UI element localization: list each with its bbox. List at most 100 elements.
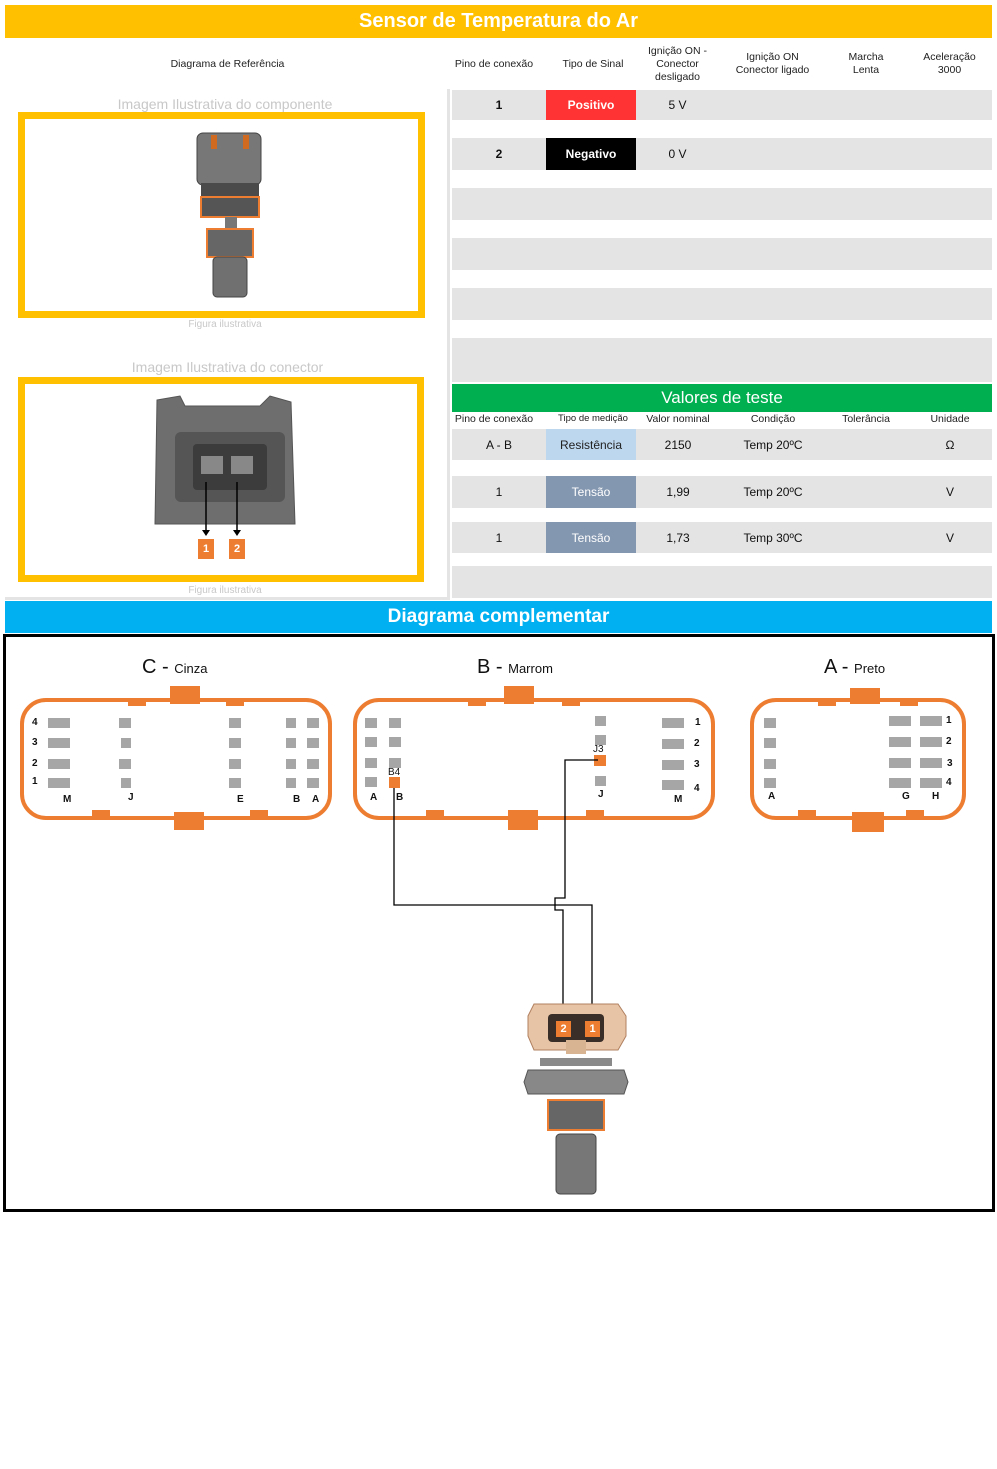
signal-pin: 2	[495, 147, 503, 161]
b-col-label: M	[674, 794, 683, 805]
test-type-badge: Tensão	[546, 476, 636, 508]
test-row	[452, 522, 992, 553]
header-reference-diagram: Diagrama de Referência	[170, 57, 285, 70]
test-type-badge: Tensão	[546, 522, 636, 553]
connector-c-title: C - Cinza	[142, 656, 208, 678]
header-col-ign-on: Ignição ON Conector ligado	[735, 51, 810, 76]
b-row-label: 1	[695, 717, 701, 728]
component-image-frame	[18, 112, 425, 318]
pin-j3	[594, 755, 606, 766]
test-col-tolerance: Tolerância	[842, 413, 890, 425]
test-unit: Ω	[945, 437, 955, 452]
test-col-unit: Unidade	[930, 413, 970, 425]
b-row-label: 3	[694, 759, 700, 770]
header-col-pin: Pino de conexão	[454, 57, 534, 70]
test-row-empty	[452, 566, 992, 598]
connector-pin-label-2: 2	[229, 539, 245, 559]
test-col-nominal: Valor nominal	[646, 413, 710, 425]
test-condition: Temp 20ºC	[743, 437, 803, 452]
header-col-signal: Tipo de Sinal	[562, 57, 624, 70]
connector-figure-caption: Figura ilustrativa	[188, 585, 262, 596]
connector-letter: A	[824, 656, 837, 678]
test-pin: 1	[495, 485, 503, 499]
signal-ign-off: 5 V	[668, 98, 687, 112]
test-pin: A - B	[485, 437, 512, 452]
a-col-label: G	[902, 791, 910, 802]
a-row-label: 1	[946, 715, 952, 726]
header-col-idle: Marcha Lenta	[848, 51, 884, 76]
c-col-label: B	[293, 794, 301, 805]
title-bar: Sensor de Temperatura do Ar	[5, 5, 992, 38]
test-col-condition: Condição	[750, 413, 796, 425]
component-caption: Imagem Ilustrativa do componente	[117, 96, 333, 112]
test-condition: Temp 20ºC	[743, 485, 803, 499]
test-unit: V	[945, 530, 954, 545]
header-col-accel: Aceleração 3000	[923, 51, 976, 76]
pin-j3-label: J3	[593, 744, 604, 755]
connector-letter: C	[142, 656, 157, 678]
signal-row-empty	[452, 288, 992, 320]
test-nominal: 2150	[664, 437, 692, 452]
connector-pin-label-1: 1	[198, 539, 214, 559]
connector-color: Cinza	[174, 661, 208, 676]
b-col-label: J	[598, 789, 604, 800]
b-col-label: A	[370, 792, 378, 803]
connector-color: Marrom	[508, 661, 553, 676]
c-row-label: 2	[32, 758, 38, 769]
test-unit: V	[945, 485, 954, 499]
sensor-pin-1: 1	[585, 1021, 600, 1037]
a-col-label: H	[932, 791, 940, 802]
signal-row	[452, 90, 992, 120]
test-col-pin: Pino de conexão	[454, 413, 534, 425]
diagram-bar: Diagrama complementar	[5, 601, 992, 633]
connector-b-title: B - Marrom	[477, 656, 553, 678]
test-type-badge: Resistência	[546, 429, 636, 460]
pin-b4	[389, 777, 400, 788]
connector-a-outline	[750, 698, 966, 820]
c-col-label: J	[128, 792, 134, 803]
connector-c-outline	[20, 698, 332, 820]
test-col-type: Tipo de medição	[558, 413, 628, 424]
test-nominal: 1,99	[666, 485, 690, 499]
wiring-diagram	[20, 686, 966, 1195]
a-row-label: 4	[946, 777, 952, 788]
signal-type-badge: Positivo	[546, 90, 636, 120]
b-col-label: B	[396, 792, 404, 803]
pin-b4-label: B4	[388, 767, 401, 778]
connector-image	[154, 395, 296, 536]
test-row	[452, 429, 992, 460]
sensor-drawing	[523, 1003, 629, 1195]
c-col-label: A	[312, 794, 320, 805]
test-nominal: 1,73	[666, 530, 690, 545]
signal-row-empty	[452, 188, 992, 220]
diagram-box	[3, 634, 995, 1212]
signal-ign-off: 0 V	[668, 147, 687, 161]
header-col-ign-off: Ignição ON - Conector desligado	[648, 44, 707, 83]
component-figure-caption: Figura ilustrativa	[188, 319, 262, 330]
c-row-label: 4	[32, 717, 38, 728]
test-row	[452, 476, 992, 508]
test-values-bar: Valores de teste	[452, 384, 992, 412]
a-row-label: 3	[947, 758, 953, 769]
b-row-label: 2	[694, 738, 700, 749]
test-pin: 1	[495, 530, 503, 545]
sensor-pin-2: 2	[556, 1021, 571, 1037]
c-col-label: E	[237, 794, 244, 805]
connector-b-outline	[353, 698, 715, 820]
signal-row	[452, 138, 992, 170]
c-row-label: 1	[32, 776, 38, 787]
test-condition: Temp 30ºC	[743, 530, 803, 545]
connector-color: Preto	[854, 661, 886, 676]
signal-pin: 1	[495, 98, 503, 112]
signal-row-empty	[452, 338, 992, 382]
a-col-label: A	[768, 791, 776, 802]
connector-caption: Imagem Ilustrativa do conector	[131, 359, 324, 375]
c-row-label: 3	[32, 737, 38, 748]
connector-letter: B	[477, 656, 491, 678]
connector-image-frame	[18, 377, 424, 582]
signal-type-badge: Negativo	[546, 138, 636, 170]
sensor-component-image	[196, 132, 262, 298]
a-row-label: 2	[946, 736, 952, 747]
signal-row-empty	[452, 238, 992, 270]
connector-a-title: A - Preto	[824, 656, 886, 678]
